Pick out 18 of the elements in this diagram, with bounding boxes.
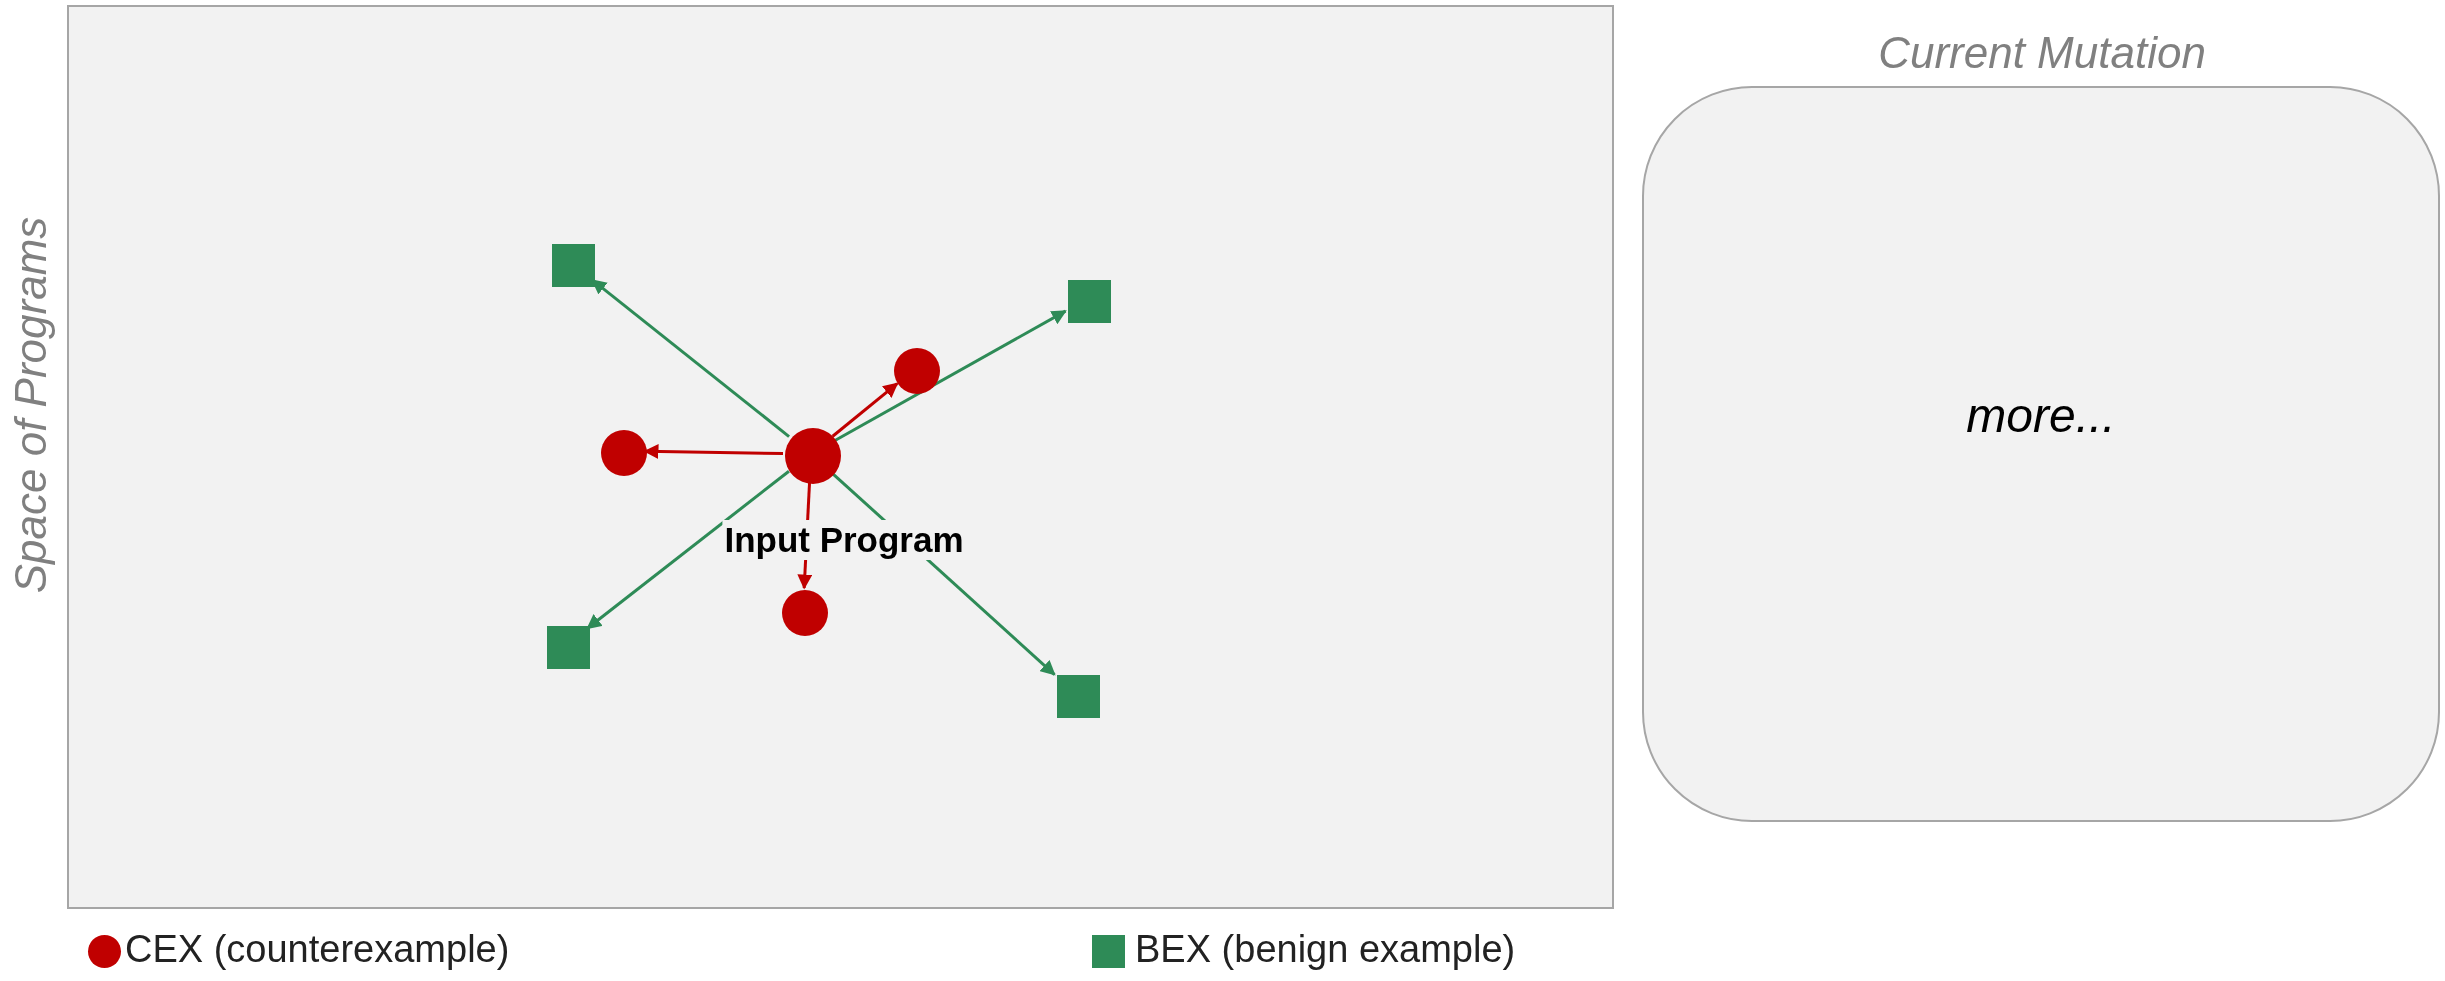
rounded-panel: [1642, 86, 2440, 822]
circle-marker: [782, 590, 828, 636]
square-marker: [1056, 674, 1100, 718]
circle-marker: [785, 428, 841, 484]
circle-marker: [601, 430, 647, 476]
arrow: [834, 309, 1067, 442]
panel-title: Current Mutation: [1878, 28, 2206, 78]
square-marker: [551, 243, 595, 287]
arrow: [831, 382, 899, 438]
legend-text: BEX (benign example): [1135, 928, 1516, 971]
square-marker: [546, 625, 590, 669]
panel: [67, 5, 1614, 909]
square-marker: [1067, 279, 1111, 323]
legend-text: CEX (counterexample): [125, 928, 510, 971]
axis-title: Space of Programs: [6, 216, 56, 594]
panel-text: more...: [1966, 387, 2116, 443]
circle-marker: [894, 348, 940, 394]
arrow: [586, 470, 790, 630]
